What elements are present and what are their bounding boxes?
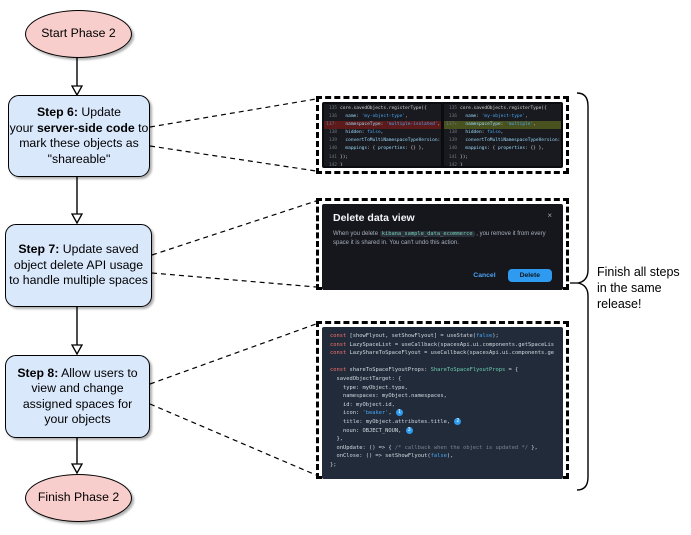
delete-modal-screenshot: Delete data view × When you delete kiban…	[322, 204, 563, 290]
flow-arrow-step8-to-finish	[70, 436, 84, 475]
callout-line-step6-top	[149, 98, 317, 128]
start-label: Start Phase 2	[41, 26, 116, 41]
callout-line-step8-bottom	[149, 403, 317, 476]
callout-line-step6-bottom	[149, 145, 317, 172]
callout-line-step8-top	[149, 323, 317, 385]
finish-node: Finish Phase 2	[25, 474, 132, 522]
screenshot-frame-code: const [showFlyout, setShowFlyout] = useS…	[316, 321, 569, 479]
start-node: Start Phase 2	[25, 10, 132, 58]
callout-line-step7-bottom	[151, 272, 317, 288]
flow-arrow-start-to-step6	[70, 56, 84, 97]
flow-arrow-step6-to-step7	[70, 175, 84, 225]
modal-body-text: When you delete kibana_sample_data_ecomm…	[333, 231, 546, 246]
screenshot-frame-modal: Delete data view × When you delete kiban…	[316, 198, 569, 290]
finish-label: Finish Phase 2	[37, 490, 120, 505]
flyout-code-screenshot: const [showFlyout, setShowFlyout] = useS…	[322, 327, 563, 479]
cancel-button[interactable]: Cancel	[473, 272, 496, 279]
delete-button[interactable]: Delete	[507, 269, 552, 282]
brace	[576, 92, 589, 491]
close-icon[interactable]: ×	[547, 211, 552, 220]
modal-footer: Cancel Delete	[333, 269, 552, 282]
callout-line-step7-top	[151, 200, 317, 256]
modal-header: Delete data view ×	[333, 211, 552, 225]
flow-arrow-step7-to-step8	[70, 305, 84, 356]
modal-title: Delete data view	[333, 212, 415, 224]
